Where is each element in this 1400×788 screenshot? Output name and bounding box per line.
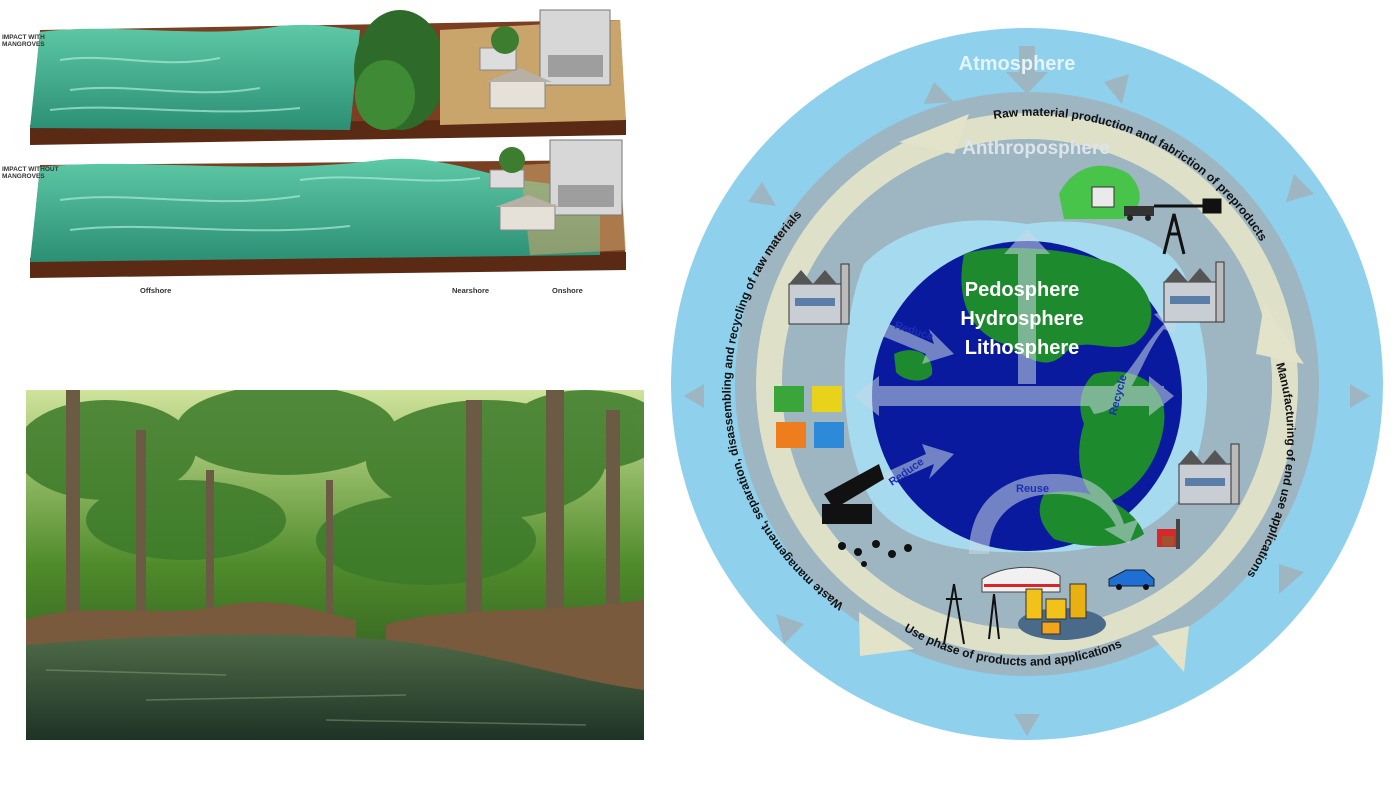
cycle-graphic: Atmosphere Anthroposphere Pedosphere Hyd… [671,28,1383,740]
recycle-arrow [1084,309,1179,414]
cycle-arrow-top [899,114,969,154]
cycle-arrow-bottom-right [1152,626,1189,672]
atmosphere-label: Atmosphere [959,53,1076,75]
process-cycle-band [756,113,1298,655]
pedosphere-label: Pedosphere [965,279,1079,301]
city-icon [1018,583,1106,640]
oil-pump-icon [1154,198,1222,255]
block-with-mangroves [30,9,626,145]
anthroposphere-label: Anthroposphere [962,138,1110,159]
recycle-bins-icon [774,386,844,448]
zone-offshore: Offshore [140,286,172,295]
lithosphere-label: Lithosphere [965,337,1079,359]
flow-arrows [854,229,1179,554]
cycle-arrow-bottom-left [859,612,914,656]
factory-icon [788,261,1240,505]
landfill-truck-icon [822,464,912,567]
emission-arrows [684,46,1370,736]
mangrove-forest-photo [16,385,666,740]
power-pylon-icon [943,583,1000,645]
train-icon [981,566,1061,593]
reduce-arrow-top [882,324,954,364]
reuse-arrow [969,474,1139,554]
car-icon [1108,569,1155,590]
label-impact-with-mangroves: IMPACT WITH MANGROVES [2,34,45,49]
zone-onshore: Onshore [552,286,583,295]
block-without-mangroves [30,139,626,278]
cycle-arrow-right [1256,304,1304,364]
label-impact-without-mangroves: IMPACT WITHOUT MANGROVES [2,166,59,181]
hydrosphere-label: Hydrosphere [960,308,1083,330]
zone-nearshore: Nearshore [452,286,490,295]
mangrove-photo-graphic [16,385,666,740]
mine-icon [1059,165,1154,221]
reduce-arrow-bottom [882,444,954,484]
cycle-arrows [859,114,1304,672]
material-cycle-diagram: Atmosphere Anthroposphere Pedosphere Hyd… [664,24,1398,746]
coastal-impact-graphic [30,9,626,278]
coastal-impact-illustration: IMPACT WITH MANGROVES IMPACT WITHOUT MAN… [0,0,640,300]
forklift-icon [1157,519,1180,549]
house [489,79,546,109]
reuse-label: Reuse [1016,483,1049,495]
